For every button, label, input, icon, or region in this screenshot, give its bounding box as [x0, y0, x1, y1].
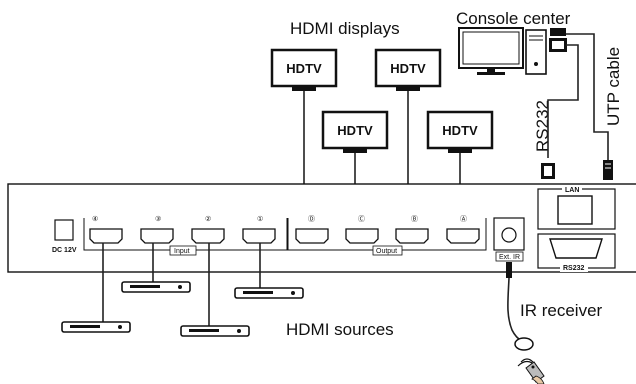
hdmi-display-2: HDTV — [321, 110, 389, 212]
output-port-label: Ⓒ — [358, 215, 365, 223]
matrix-rear-panel — [7, 183, 636, 273]
hdmi-output-port — [395, 228, 429, 244]
hdmi-output-port — [295, 228, 329, 244]
input-port-label: ④ — [92, 215, 98, 223]
hdmi-sources-label: HDMI sources — [286, 320, 394, 339]
ir-receiver-label: IR receiver — [520, 301, 603, 320]
hdmi-displays-label: HDMI displays — [290, 19, 400, 38]
media-player-icon — [61, 321, 131, 333]
computer-monitor-icon — [458, 27, 524, 75]
input-port-label: ① — [257, 215, 263, 223]
output-port-label: Ⓓ — [308, 215, 315, 223]
media-player-icon — [234, 287, 304, 299]
hdmi-input-port — [140, 228, 174, 244]
lan-label: LAN — [565, 187, 579, 194]
display-label: HDTV — [442, 123, 478, 138]
output-port-group: Output Ⓓ Ⓒ Ⓑ Ⓐ — [287, 215, 487, 256]
television-icon — [374, 48, 442, 88]
hdmi-input-port — [242, 228, 276, 244]
output-group-label: Output — [376, 248, 397, 255]
network-port-icon — [549, 28, 567, 52]
hdmi-source-1 — [61, 243, 131, 333]
display-label: HDTV — [337, 123, 373, 138]
ext-ir-label: Ext. IR — [499, 254, 520, 261]
lan-port: LAN — [537, 186, 616, 230]
display-label: HDTV — [286, 61, 322, 76]
utp-cable-label: UTP cable — [604, 47, 623, 126]
input-port-group: Input ④ ③ ② ① — [83, 215, 288, 256]
computer-tower-icon — [525, 29, 547, 75]
hdmi-source-3 — [180, 243, 250, 337]
hdmi-source-2 — [121, 243, 191, 293]
hdmi-output-port — [345, 228, 379, 244]
hdmi-input-port — [191, 228, 225, 244]
input-port-label: ② — [205, 215, 211, 223]
rs232-port: RS232 — [537, 233, 616, 272]
output-port-label: Ⓐ — [460, 215, 467, 223]
output-port-label: Ⓑ — [411, 215, 418, 223]
dc-power-label: DC 12V — [52, 247, 77, 254]
remote-control-icon — [517, 358, 545, 384]
hdmi-display-3: HDTV — [374, 48, 442, 212]
rs232-port-label: RS232 — [563, 265, 585, 272]
media-player-icon — [180, 325, 250, 337]
input-port-label: ③ — [155, 215, 161, 223]
television-icon — [270, 48, 338, 88]
hdmi-source-4 — [234, 243, 304, 299]
ext-ir-port: Ext. IR — [493, 217, 525, 262]
display-label: HDTV — [390, 61, 426, 76]
hdmi-input-port — [89, 228, 123, 244]
rs232-cable-label: RS232 — [533, 100, 552, 152]
hdmi-display-4: HDTV — [426, 110, 494, 212]
media-player-icon — [121, 281, 191, 293]
hdmi-output-port — [446, 228, 480, 244]
utp-connector-icon — [603, 160, 613, 180]
console-center-label: Console center — [456, 9, 571, 28]
ir-receiver — [506, 262, 534, 351]
input-group-label: Input — [174, 248, 190, 255]
utp-cable — [566, 33, 609, 160]
rs232-cable — [547, 44, 579, 158]
dc-power-port: DC 12V — [52, 219, 77, 254]
rs232-connector-icon — [541, 163, 555, 179]
